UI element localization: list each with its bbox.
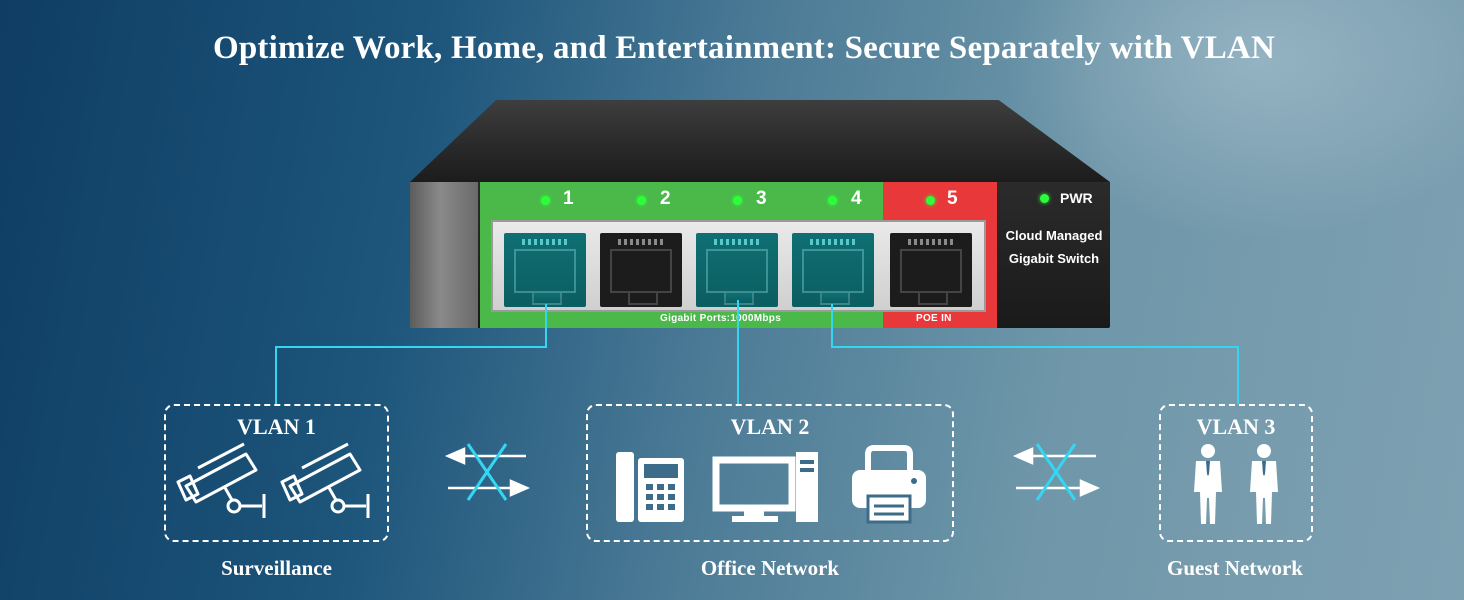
switch-model-text: Cloud Managed Gigabit Switch [998, 224, 1110, 270]
page-title: Optimize Work, Home, and Entertainment: … [212, 30, 1275, 66]
power-label: PWR [1060, 190, 1093, 206]
ethernet-port-4[interactable] [792, 233, 874, 307]
vlan-2-group: VLAN 2 [586, 404, 954, 542]
vlan-2-title: VLAN 2 [730, 414, 810, 439]
vlan-3-group: VLAN 3 [1159, 404, 1313, 542]
port-5-number: 5 [947, 188, 958, 209]
switch-side-plate [410, 182, 478, 328]
port-1-number: 1 [563, 188, 574, 209]
switch-top-cover [410, 100, 1110, 182]
ethernet-port-1[interactable] [504, 233, 586, 307]
printer-icon [852, 445, 926, 524]
blocked-traffic-arrows-icon [1012, 443, 1101, 501]
ethernet-port-2[interactable] [600, 233, 682, 307]
switch-model-line-1: Cloud Managed [1005, 228, 1103, 243]
poe-in-label: POE IN [916, 313, 952, 324]
port-3-led [733, 196, 742, 205]
vlan-1-title: VLAN 1 [237, 414, 316, 439]
vlan-1-group: VLAN 1 [164, 404, 389, 542]
cctv-camera-icon [280, 442, 370, 518]
vlan-connector-lines [275, 300, 1239, 404]
vlan-3-title: VLAN 3 [1196, 414, 1276, 439]
port-4-led [828, 196, 837, 205]
cctv-camera-icon [176, 442, 266, 518]
vlan-2-caption: Office Network [700, 556, 840, 580]
ethernet-port-5-poe[interactable] [890, 233, 972, 307]
switch-model-line-2: Gigabit Switch [1008, 251, 1100, 266]
port-3-number: 3 [756, 188, 767, 209]
port-1-led [541, 196, 550, 205]
person-icon [1250, 444, 1278, 524]
power-led [1040, 194, 1049, 203]
connector-port4-vlan3 [831, 304, 1239, 404]
vlan-3-caption: Guest Network [1167, 556, 1303, 580]
person-icon [1194, 444, 1222, 524]
blocked-traffic-arrows-icon [444, 443, 531, 501]
desktop-computer-icon [712, 452, 818, 522]
switch-front-panel: 1 2 3 4 5 Gigabit Ports:1000Mbps POE IN … [410, 182, 1110, 328]
desk-phone-icon [616, 452, 684, 522]
port-2-number: 2 [660, 188, 671, 209]
port-4-number: 4 [851, 188, 862, 209]
port-2-led [637, 196, 646, 205]
gigabit-ports-label: Gigabit Ports:1000Mbps [660, 313, 782, 324]
connector-port1-vlan1 [275, 304, 547, 404]
ethernet-port-3[interactable] [696, 233, 778, 307]
vlan-1-caption: Surveillance [221, 556, 332, 580]
port-5-led [926, 196, 935, 205]
